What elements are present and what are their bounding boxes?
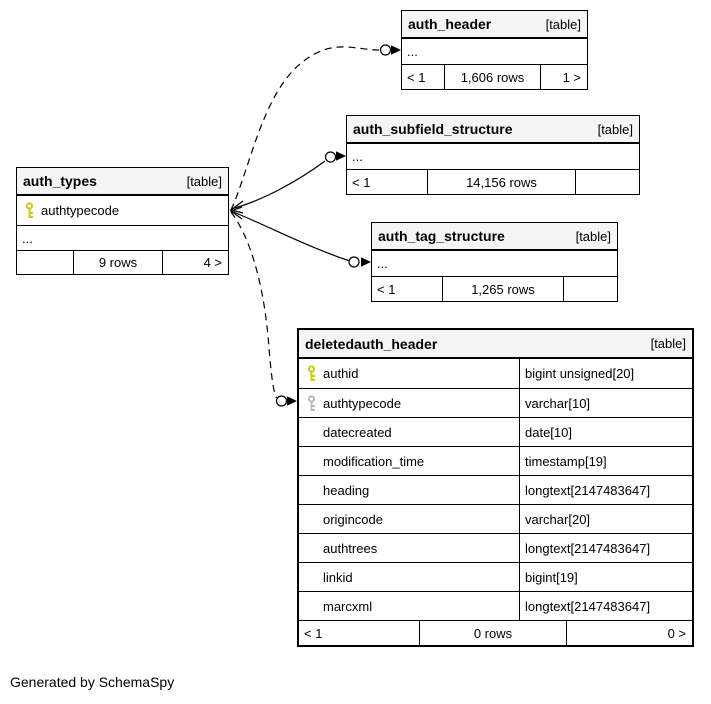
primary-key-icon <box>299 365 323 382</box>
table-footer: < 1 1,265 rows <box>372 276 617 301</box>
column-type: longtext[2147483647] <box>525 598 651 614</box>
table-type-badge: [table] <box>575 228 611 244</box>
column-type: bigint[19] <box>525 569 578 585</box>
footer-parents-count: 1 > <box>562 69 581 85</box>
column-name: modification_time <box>323 453 425 469</box>
column-row-linkid: linkid bigint[19] <box>299 562 692 591</box>
table-auth-tag-structure[interactable]: auth_tag_structure [table] ... < 1 1,265… <box>371 222 618 302</box>
table-footer: < 1 0 rows 0 > <box>299 620 692 645</box>
column-type: longtext[2147483647] <box>525 540 651 556</box>
table-type-badge: [table] <box>545 16 581 32</box>
table-auth-types[interactable]: auth_types [table] authtypecode ... 9 ro… <box>16 167 229 275</box>
table-footer: < 1 1,606 rows 1 > <box>402 64 587 89</box>
footer-parents-count: 0 > <box>667 625 686 641</box>
index-key-icon <box>299 394 323 412</box>
table-type-badge: [table] <box>597 121 633 137</box>
footer-parents-count <box>564 277 617 301</box>
relationship-auth-types-auth-tag-structure <box>230 210 371 268</box>
column-row-authtypecode: authtypecode <box>17 196 228 225</box>
relationship-auth-types-deletedauth-header <box>230 211 297 407</box>
column-name: marcxml <box>323 598 373 614</box>
footer-children-count: < 1 <box>347 170 428 194</box>
column-name: linkid <box>323 569 353 585</box>
table-title[interactable]: auth_header <box>408 16 492 32</box>
footer-row-count: 1,606 rows <box>445 65 541 89</box>
column-row-datecreated: datecreated date[10] <box>299 417 692 446</box>
footer-row-count: 1,265 rows <box>443 277 564 301</box>
generator-credit: Generated by SchemaSpy <box>10 674 175 690</box>
table-title[interactable]: auth_subfield_structure <box>353 121 513 137</box>
table-auth-header[interactable]: auth_header [table] ... < 1 1,606 rows 1… <box>401 10 588 90</box>
column-type: timestamp[19] <box>525 453 607 469</box>
table-title[interactable]: deletedauth_header <box>305 335 438 352</box>
table-type-badge: [table] <box>186 173 222 189</box>
footer-parents-count <box>576 170 639 194</box>
column-name: authid <box>323 366 359 381</box>
column-type: bigint unsigned[20] <box>525 366 635 381</box>
table-footer: 9 rows 4 > <box>17 250 228 274</box>
column-type: varchar[20] <box>525 511 591 527</box>
ellipsis-row: ... <box>402 39 587 64</box>
column-row-authtypecode: authtypecode varchar[10] <box>299 388 692 417</box>
source-arrowheads <box>229 200 244 220</box>
column-row-origincode: origincode varchar[20] <box>299 504 692 533</box>
ellipsis-row: ... <box>372 251 617 276</box>
column-row-marcxml: marcxml longtext[2147483647] <box>299 591 692 620</box>
table-header: deletedauth_header [table] <box>299 330 692 359</box>
ellipsis-row: ... <box>17 225 228 250</box>
footer-children-count: < 1 <box>372 277 443 301</box>
table-type-badge: [table] <box>650 336 686 351</box>
table-auth-subfield-structure[interactable]: auth_subfield_structure [table] ... < 1 … <box>346 115 640 195</box>
table-deletedauth-header[interactable]: deletedauth_header [table] authid bigint… <box>297 328 694 647</box>
column-name: heading <box>323 482 370 498</box>
footer-children-count: < 1 <box>402 65 445 89</box>
table-header: auth_types [table] <box>17 168 228 196</box>
footer-children-count: < 1 <box>299 621 420 645</box>
column-name: datecreated <box>323 424 392 440</box>
primary-key-icon <box>17 202 41 219</box>
table-footer: < 1 14,156 rows <box>347 169 639 194</box>
column-row-heading: heading longtext[2147483647] <box>299 475 692 504</box>
column-row-authid: authid bigint unsigned[20] <box>299 359 692 388</box>
table-header: auth_subfield_structure [table] <box>347 116 639 144</box>
column-type: longtext[2147483647] <box>525 482 651 498</box>
column-type: varchar[10] <box>525 395 591 411</box>
footer-row-count: 9 rows <box>74 251 163 274</box>
table-title[interactable]: auth_tag_structure <box>378 228 505 244</box>
column-name: authtrees <box>323 540 378 556</box>
footer-row-count: 0 rows <box>420 621 567 645</box>
table-header: auth_header [table] <box>402 11 587 39</box>
ellipsis-row: ... <box>347 144 639 169</box>
column-row-modification-time: modification_time timestamp[19] <box>299 446 692 475</box>
footer-children-count <box>17 251 74 274</box>
footer-row-count: 14,156 rows <box>428 170 576 194</box>
column-row-authtrees: authtrees longtext[2147483647] <box>299 533 692 562</box>
relationship-auth-types-auth-subfield-structure <box>230 151 346 210</box>
column-name: origincode <box>323 511 383 527</box>
table-header: auth_tag_structure [table] <box>372 223 617 251</box>
footer-parents-count: 4 > <box>203 255 222 270</box>
column-type: date[10] <box>525 424 572 440</box>
column-name: authtypecode <box>323 395 402 411</box>
column-name: authtypecode <box>41 203 120 218</box>
table-title[interactable]: auth_types <box>23 173 97 189</box>
